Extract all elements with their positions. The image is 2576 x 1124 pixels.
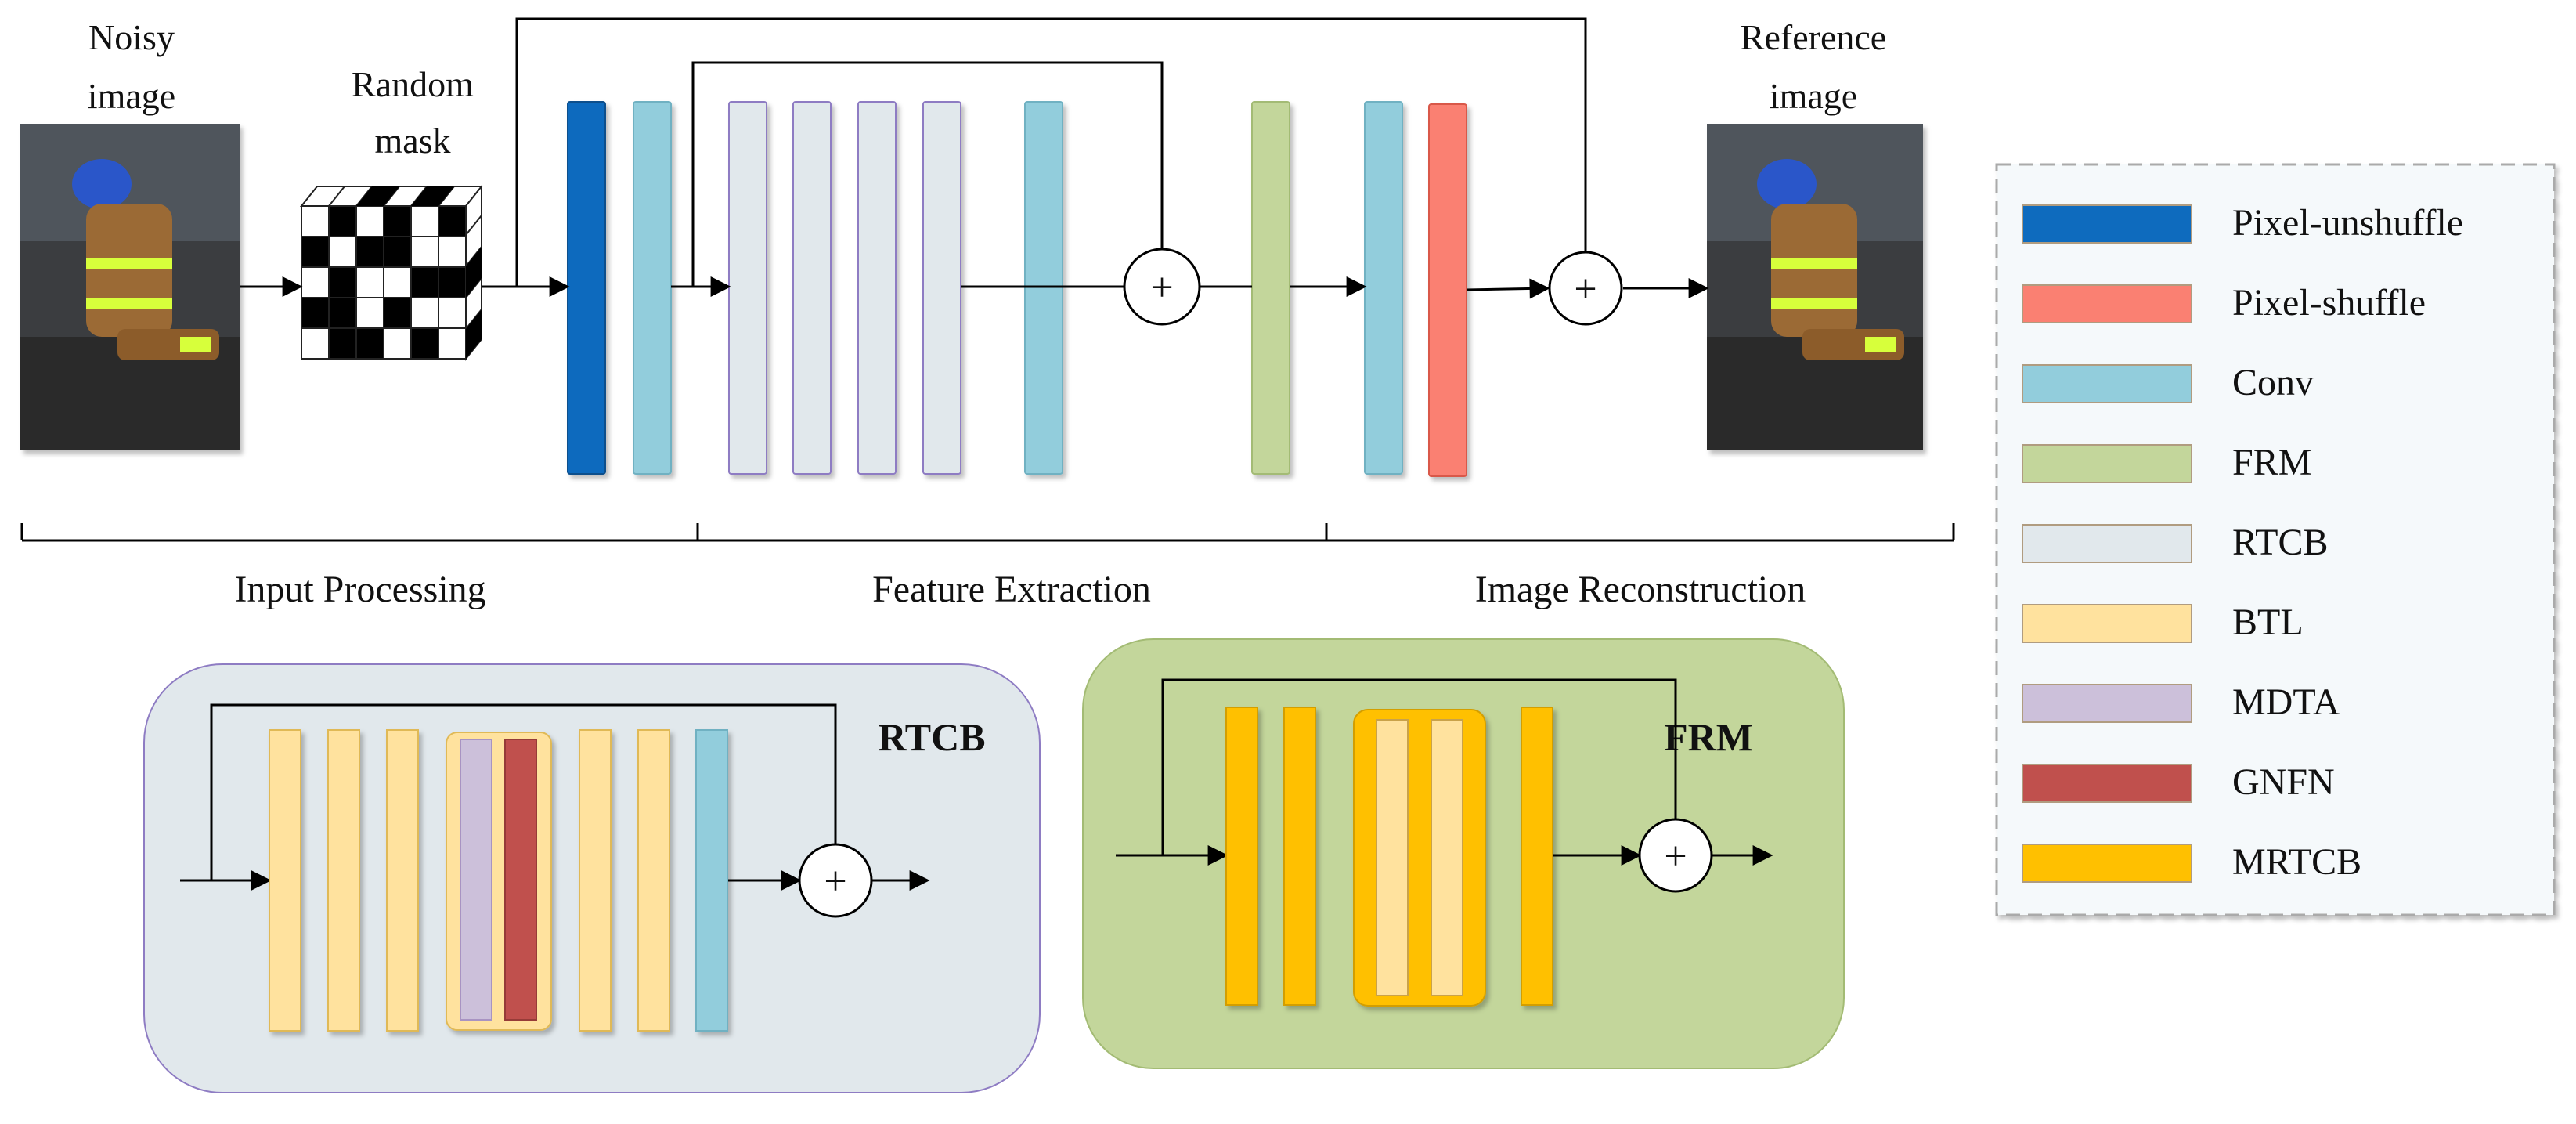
legend-swatch <box>2022 844 2192 883</box>
mask-cell <box>383 205 412 237</box>
mask-cell <box>355 327 384 360</box>
mask-cell <box>438 266 467 298</box>
frm-title: FRM <box>1664 715 1753 759</box>
conv-block-reconstruction <box>1364 101 1403 475</box>
noisy-image <box>20 124 240 450</box>
mask-cell <box>438 205 467 237</box>
mask-cell <box>355 266 384 298</box>
legend-swatch <box>2022 444 2192 483</box>
mask-cell <box>328 205 357 237</box>
legend-label: Pixel-shuffle <box>2232 282 2426 323</box>
noisy-label-line1: Noisy <box>88 17 175 57</box>
add-node-output: + <box>1548 251 1623 326</box>
rtcb-block-4 <box>922 101 961 475</box>
mask-cell <box>410 205 439 237</box>
legend-label: GNFN <box>2232 761 2335 803</box>
btl-block <box>1376 719 1409 996</box>
plus-symbol: + <box>1664 834 1687 879</box>
pixel-shuffle-block <box>1428 103 1467 477</box>
mask-cell <box>383 266 412 298</box>
frm-module: FRM + <box>1082 638 1845 1069</box>
btl-block <box>579 729 612 1032</box>
legend-label: Conv <box>2232 362 2314 403</box>
plus-symbol: + <box>1150 266 1173 310</box>
random-mask-icon <box>299 184 484 361</box>
legend-label: MRTCB <box>2232 841 2361 883</box>
noisy-label-line2: image <box>88 76 175 116</box>
legend-label: RTCB <box>2232 522 2328 563</box>
mask-cell <box>328 266 357 298</box>
mask-label-line1: Random <box>352 64 474 104</box>
rtcb-block-2 <box>792 101 832 475</box>
legend-swatch <box>2022 364 2192 403</box>
add-node-feature: + <box>1123 248 1201 326</box>
pixel-unshuffle-block <box>567 101 606 475</box>
legend-swatch <box>2022 604 2192 643</box>
mrtcb-block <box>1225 707 1258 1006</box>
mask-cell <box>301 327 330 360</box>
add-node-frm: + <box>1638 818 1713 893</box>
btl-block <box>386 729 419 1032</box>
mrtcb-group <box>1353 709 1486 1007</box>
mask-cell <box>438 297 467 329</box>
mask-cell <box>301 297 330 329</box>
reference-label-line2: image <box>1770 76 1857 116</box>
mask-cell <box>355 297 384 329</box>
legend-label: Pixel-unshuffle <box>2232 202 2463 244</box>
legend-swatch <box>2022 684 2192 723</box>
legend-swatch <box>2022 284 2192 323</box>
conv-block <box>695 729 728 1032</box>
btl-block <box>327 729 360 1032</box>
mask-cell <box>301 266 330 298</box>
mask-cell <box>355 205 384 237</box>
legend-swatch <box>2022 204 2192 244</box>
section-bracket <box>20 523 1955 542</box>
mask-cell <box>328 236 357 268</box>
mask-cell <box>355 236 384 268</box>
mask-label-line2: mask <box>374 121 450 161</box>
mask-cell <box>328 297 357 329</box>
mrtcb-block <box>1283 707 1316 1006</box>
mask-cell <box>301 205 330 237</box>
frm-block <box>1251 101 1290 475</box>
gnfn-block <box>504 739 537 1021</box>
mask-cell <box>410 236 439 268</box>
section-feature-extraction: Feature Extraction <box>872 569 1151 610</box>
mask-cell <box>410 266 439 298</box>
section-image-reconstruction: Image Reconstruction <box>1475 569 1806 610</box>
mask-cell <box>301 236 330 268</box>
mask-cell <box>383 327 412 360</box>
reference-image <box>1707 124 1923 450</box>
rtcb-block-3 <box>857 101 897 475</box>
rtcb-title: RTCB <box>878 715 985 759</box>
plus-symbol: + <box>1574 267 1596 312</box>
conv-block-input <box>633 101 672 475</box>
mdta-block <box>460 739 492 1021</box>
btl-block <box>1431 719 1463 996</box>
mrtcb-block <box>1521 707 1553 1006</box>
main-connectors <box>240 17 1709 299</box>
btl-block <box>269 729 301 1032</box>
legend-label: FRM <box>2232 442 2311 483</box>
btl-block <box>637 729 670 1032</box>
mask-cell <box>383 297 412 329</box>
mask-cell <box>383 236 412 268</box>
mask-cell <box>438 327 467 360</box>
section-input-processing: Input Processing <box>234 569 485 610</box>
rtcb-module: RTCB <box>143 663 1041 1093</box>
mask-cell <box>328 327 357 360</box>
legend-label: BTL <box>2232 602 2304 643</box>
mask-cell <box>410 297 439 329</box>
mask-cell <box>438 236 467 268</box>
legend-swatch <box>2022 764 2192 803</box>
add-node-rtcb: + <box>798 843 873 918</box>
mask-cell <box>410 327 439 360</box>
plus-symbol: + <box>824 859 846 904</box>
legend-label: MDTA <box>2232 681 2340 723</box>
rtcb-block-1 <box>728 101 767 475</box>
legend-swatch <box>2022 524 2192 563</box>
reference-label-line1: Reference <box>1741 17 1886 57</box>
